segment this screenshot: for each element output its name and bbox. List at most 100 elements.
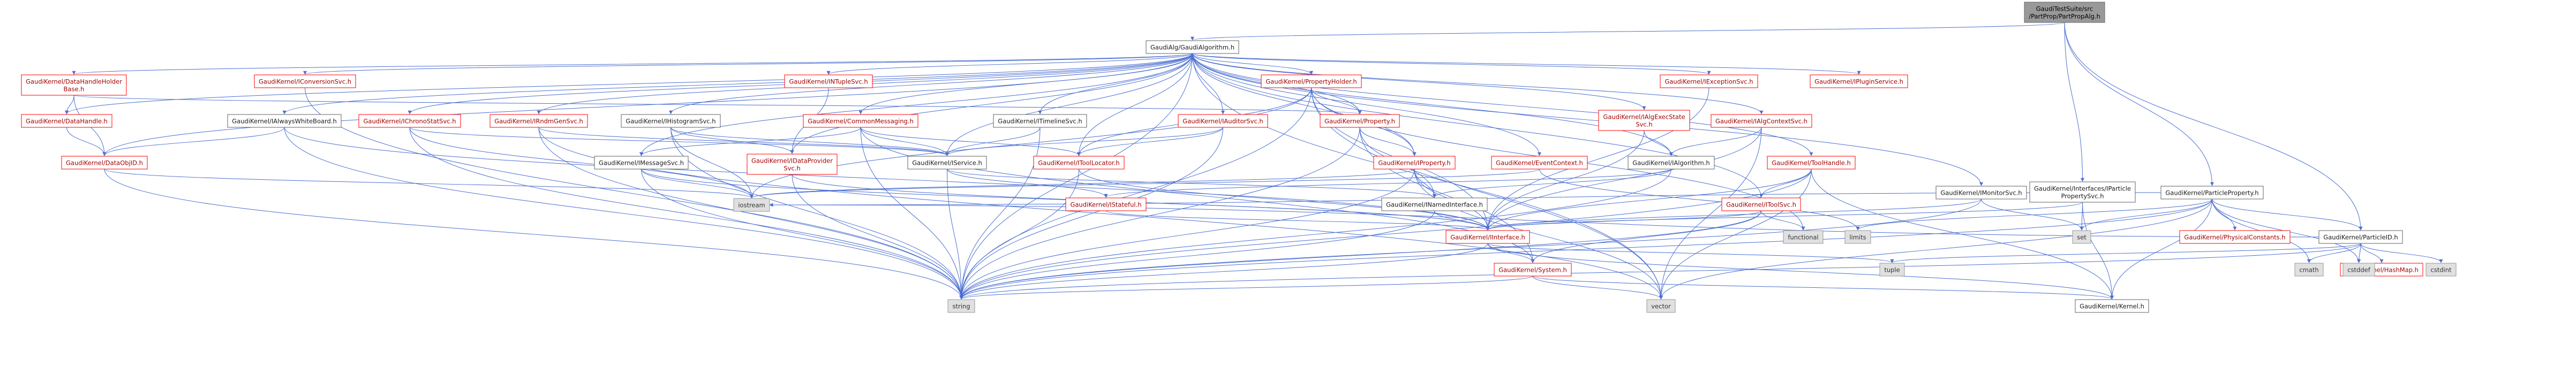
node-label: Svc.h — [1636, 121, 1652, 128]
node-vector: vector — [1646, 299, 1676, 313]
node-string: string — [947, 299, 975, 313]
edge-icommsg-to-imsgsvc — [639, 127, 861, 156]
node-label: GaudiKernel/CommonMessaging.h — [808, 118, 914, 125]
node-box — [1844, 230, 1871, 244]
node-label: GaudiKernel/DataHandleHolder — [26, 78, 122, 86]
node-dataobjid[interactable]: GaudiKernel/DataObjID.h — [61, 156, 148, 170]
edge-algorithm-to-itoolsvc — [1192, 53, 1763, 198]
node-eventctx[interactable]: GaudiKernel/EventContext.h — [1491, 156, 1588, 170]
edge-inamed-to-iinterface — [1434, 210, 1490, 231]
node-system[interactable]: GaudiKernel/System.h — [1494, 263, 1572, 277]
edge-algorithm-to-iservice — [945, 53, 1193, 156]
node-datahandle[interactable]: GaudiKernel/DataHandle.h — [21, 114, 112, 128]
edge-ihisto-to-string — [671, 127, 963, 300]
node-label: GaudiKernel/Interfaces/IParticle — [2034, 185, 2131, 193]
node-physconst[interactable]: GaudiKernel/PhysicalConstants.h — [2179, 230, 2291, 244]
node-cstdint: cstdint — [2426, 263, 2457, 277]
node-property[interactable]: GaudiKernel/Property.h — [1320, 114, 1400, 128]
edge-ialgctx-to-iinterface — [1486, 127, 1762, 231]
edge-iinterface-to-string — [959, 243, 1488, 300]
node-imsgsvc[interactable]: GaudiKernel/IMessageSvc.h — [594, 156, 689, 170]
node-itimeline[interactable]: GaudiKernel/ITimelineSvc.h — [993, 114, 1087, 128]
node-box — [1178, 114, 1268, 128]
node-iexcsvc[interactable]: GaudiKernel/IExceptionSvc.h — [1660, 74, 1758, 88]
edge-eventctx-to-iostream — [750, 169, 1540, 198]
edge-itoolsvc-to-functional — [1761, 210, 1805, 231]
edge-propholder-to-vector — [1311, 87, 1663, 300]
node-iplugin[interactable]: GaudiKernel/IPluginService.h — [1810, 74, 1908, 88]
node-box — [2075, 299, 2149, 313]
edge-algorithm-to-iexcsvc — [1192, 53, 1711, 75]
node-iawb[interactable]: GaudiKernel/IAlwaysWhiteBoard.h — [227, 114, 342, 128]
edge-itoolloc-to-iinterface — [1079, 169, 1490, 231]
node-imonitor[interactable]: GaudiKernel/IMonitorSvc.h — [1935, 186, 2027, 200]
edge-ihisto-to-iservice — [671, 127, 949, 156]
node-ialgctx[interactable]: GaudiKernel/IAlgContextSvc.h — [1711, 114, 1812, 128]
node-label: GaudiKernel/IConversionSvc.h — [259, 78, 351, 86]
edge-partprop-to-limits — [1856, 198, 2212, 231]
node-ippsvc[interactable]: GaudiKernel/Interfaces/IParticleProperty… — [2029, 181, 2136, 203]
node-box — [1033, 156, 1125, 170]
node-iinterface[interactable]: GaudiKernel/IInterface.h — [1445, 230, 1530, 244]
edge-icommsg-to-string — [860, 127, 963, 300]
node-algorithm[interactable]: GaudiAlg/GaudiAlgorithm.h — [1146, 40, 1239, 54]
node-istateful[interactable]: GaudiKernel/IStateful.h — [1065, 197, 1147, 211]
node-box — [1320, 114, 1400, 128]
edge-eventctx-to-limits — [1539, 169, 1860, 231]
edge-property-to-string — [959, 127, 1360, 300]
node-partprop[interactable]: GaudiKernel/ParticleProperty.h — [2160, 186, 2264, 200]
nodes-layer: GaudiTestSuite/src/PartProp/PartPropAlg.… — [21, 2, 2457, 313]
edge-particleid-to-hashmap — [2360, 243, 2384, 263]
edge-ihisto-to-dataprov — [671, 127, 794, 154]
edge-algorithm-to-iauditor — [1192, 53, 1225, 114]
edge-algorithm-to-itimeline — [1038, 53, 1193, 114]
node-propholder[interactable]: GaudiKernel/PropertyHolder.h — [1261, 74, 1362, 88]
node-icommsg[interactable]: GaudiKernel/CommonMessaging.h — [803, 114, 918, 128]
node-particleid[interactable]: GaudiKernel/ParticleID.h — [2318, 230, 2403, 244]
edge-root-to-partprop — [2064, 22, 2214, 186]
edge-iproperty-to-vector — [1414, 169, 1663, 300]
node-iauditor[interactable]: GaudiKernel/IAuditorSvc.h — [1178, 114, 1268, 128]
node-kernel[interactable]: GaudiKernel/Kernel.h — [2075, 299, 2149, 313]
node-box — [1065, 197, 1147, 211]
node-label: GaudiKernel/IChronoStatSvc.h — [363, 118, 456, 125]
edge-system-to-vector — [1532, 276, 1663, 300]
node-intuple[interactable]: GaudiKernel/INTupleSvc.h — [784, 74, 873, 88]
node-label: cstdint — [2430, 266, 2452, 274]
node-ichrono[interactable]: GaudiKernel/IChronoStatSvc.h — [358, 114, 461, 128]
edge-dataobjid-to-iostream — [104, 169, 754, 198]
node-itoolsvc[interactable]: GaudiKernel/IToolSvc.h — [1721, 197, 1801, 211]
node-iconv[interactable]: GaudiKernel/IConversionSvc.h — [254, 74, 356, 88]
node-label: GaudiKernel/INamedInterface.h — [1386, 201, 1483, 209]
node-ihisto[interactable]: GaudiKernel/IHistogramSvc.h — [621, 114, 721, 128]
node-box — [489, 114, 588, 128]
node-label: GaudiKernel/IAuditorSvc.h — [1182, 118, 1263, 125]
edge-dhbase-to-property — [73, 95, 1361, 114]
edge-algorithm-to-imonitor — [1192, 53, 1983, 186]
node-toolhandle[interactable]: GaudiKernel/ToolHandle.h — [1767, 156, 1856, 170]
node-root: GaudiTestSuite/src/PartProp/PartPropAlg.… — [2024, 2, 2105, 23]
edge-partprop-to-particleid — [2212, 198, 2363, 231]
node-itoolloc[interactable]: GaudiKernel/IToolLocator.h — [1033, 156, 1125, 170]
edge-irndm-to-iservice — [538, 127, 949, 156]
edge-toolhandle-to-vector — [1659, 169, 1812, 300]
node-box — [1381, 197, 1488, 211]
node-box — [2072, 230, 2091, 244]
node-iservice[interactable]: GaudiKernel/IService.h — [907, 156, 987, 170]
node-label: GaudiKernel/Kernel.h — [2080, 303, 2144, 310]
node-inamed[interactable]: GaudiKernel/INamedInterface.h — [1381, 197, 1488, 211]
edge-ichrono-to-iostream — [409, 127, 754, 198]
node-box — [2294, 263, 2324, 277]
edge-particleid-to-tuple — [1890, 243, 2361, 263]
node-irndm[interactable]: GaudiKernel/IRndmGenSvc.h — [489, 114, 588, 128]
node-iproperty[interactable]: GaudiKernel/IProperty.h — [1373, 156, 1456, 170]
node-box — [21, 114, 112, 128]
node-label: GaudiTestSuite/src — [2036, 5, 2093, 13]
node-ialgorithm[interactable]: GaudiKernel/IAlgorithm.h — [1628, 156, 1715, 170]
node-label: iostream — [738, 202, 765, 209]
node-box — [1935, 186, 2027, 200]
